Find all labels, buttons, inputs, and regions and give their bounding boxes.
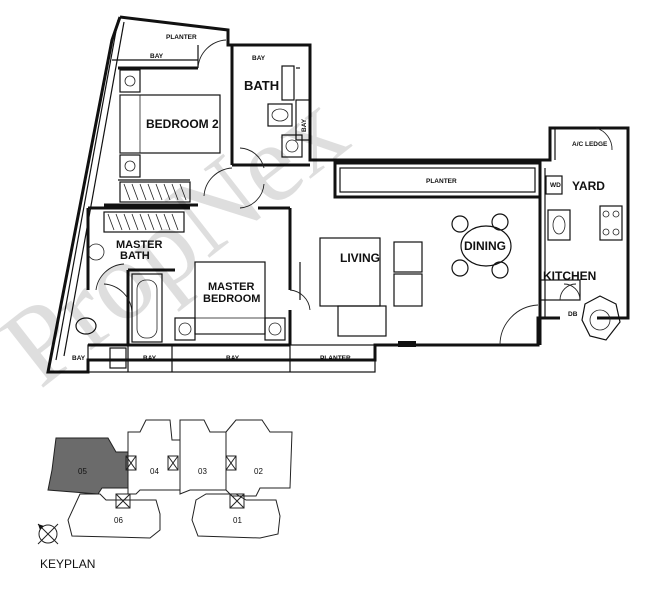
label-yard: YARD [572,179,605,193]
fixtures [75,65,623,343]
interior-walls [86,43,581,373]
label-master-bath-1: MASTER [116,239,163,251]
label-master-bedroom-1: MASTER [208,281,255,293]
label-bay-bl1: BAY [72,355,86,362]
outer-walls [46,15,630,374]
compass-icon [37,523,59,545]
label-dining: DINING [464,239,506,253]
door-swings [95,39,613,346]
room-labels: PLANTER BAY BAY BATH BAY BEDROOM 2 PLANT… [72,34,608,362]
label-bath: BATH [244,78,279,93]
label-bay-top: BAY [150,53,164,60]
keyplan-unit-03: 03 [198,467,207,476]
keyplan-caption: KEYPLAN [40,557,96,571]
keyplan-unit-04: 04 [150,467,159,476]
keyplan: 05 04 03 02 06 01 [37,419,293,545]
keyplan-unit-02: 02 [254,467,263,476]
label-planter-top: PLANTER [166,34,197,41]
label-bedroom-2: BEDROOM 2 [146,117,219,131]
label-bay-bath-side: BAY [301,118,308,132]
keyplan-unit-06: 06 [114,516,123,525]
label-kitchen: KITCHEN [543,269,596,283]
keyplan-unit-05-block [47,437,129,495]
label-living: LIVING [340,251,380,265]
label-bay-bl2: BAY [143,355,157,362]
keyplan-unit-01: 01 [233,516,242,525]
label-planter-bottom: PLANTER [320,355,351,362]
label-db: DB [568,311,578,318]
label-wd: WD [550,182,561,189]
label-bay-bl3: BAY [226,355,240,362]
label-bay-bath: BAY [252,55,266,62]
label-master-bedroom-2: BEDROOM [203,293,260,305]
label-ac-ledge: A/C LEDGE [572,141,608,148]
label-master-bath-2: BATH [120,250,150,262]
keyplan-unit-05: 05 [78,467,87,476]
label-planter-mid: PLANTER [426,178,457,185]
